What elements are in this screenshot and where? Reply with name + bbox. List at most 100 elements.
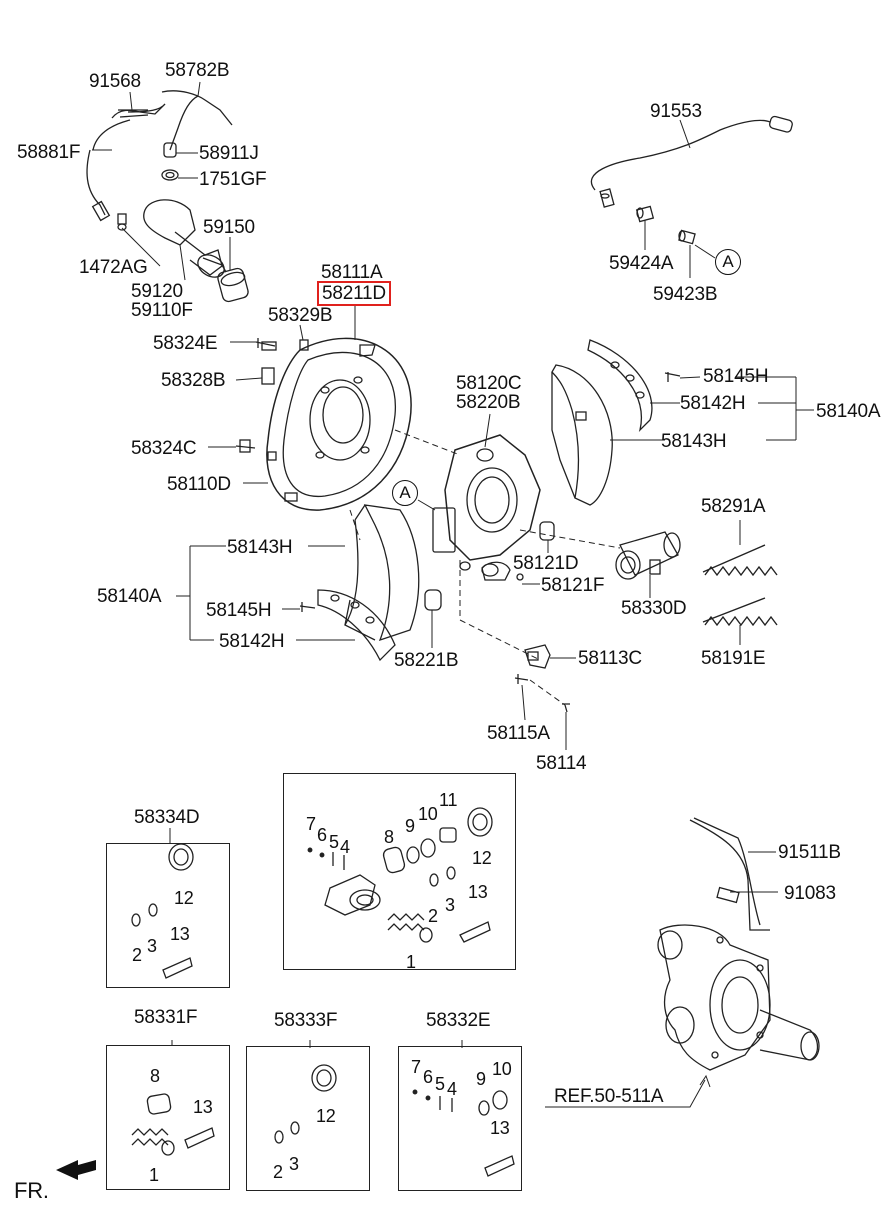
part-label-58324E[interactable]: 58324E <box>153 333 218 354</box>
kit-58333F-parts <box>274 1064 337 1144</box>
kit-box-58332E <box>398 1046 522 1191</box>
part-label-91568[interactable]: 91568 <box>89 71 141 92</box>
kit-main-num-5: 5 <box>329 832 339 852</box>
part-label-58115A[interactable]: 58115A <box>487 723 550 744</box>
kit-58331F-num-8: 8 <box>150 1066 160 1086</box>
part-label-58142H-top[interactable]: 58142H <box>680 393 746 414</box>
kit-main-num-9: 9 <box>405 816 415 836</box>
kit-58332E-parts <box>412 1089 515 1177</box>
part-label-1472AG[interactable]: 1472AG <box>79 257 148 278</box>
kit-58332E-num-7: 7 <box>411 1057 421 1077</box>
part-label-59110F[interactable]: 59110F <box>131 300 193 321</box>
part-label-59423B[interactable]: 59423B <box>653 284 718 305</box>
part-label-58121D[interactable]: 58121D <box>513 553 579 574</box>
part-label-58145H-left[interactable]: 58145H <box>206 600 272 621</box>
part-label-58143H-left[interactable]: 58143H <box>227 537 293 558</box>
part-label-58221B[interactable]: 58221B <box>394 650 459 671</box>
kit-58332E-num-10: 10 <box>492 1059 512 1079</box>
backing-plate <box>266 337 412 511</box>
part-label-91553[interactable]: 91553 <box>650 101 702 122</box>
front-arrow-icon <box>56 1160 96 1180</box>
part-label-59424A[interactable]: 59424A <box>609 253 674 274</box>
part-label-58334D[interactable]: 58334D <box>134 807 200 828</box>
kit-58332E-num-6: 6 <box>423 1067 433 1087</box>
kit-58332E-num-4: 4 <box>447 1079 457 1099</box>
kit-main-num-3: 3 <box>445 895 455 915</box>
kit-box-58334D <box>106 843 230 988</box>
part-label-58911J[interactable]: 58911J <box>199 143 259 164</box>
kit-box-main <box>283 773 516 970</box>
part-label-58111A[interactable]: 58111A <box>321 262 383 283</box>
part-label-58114[interactable]: 58114 <box>536 753 587 774</box>
part-label-58220B[interactable]: 58220B <box>456 392 521 413</box>
part-label-1751GF[interactable]: 1751GF <box>199 169 267 190</box>
wheel-cylinder <box>615 531 681 580</box>
part-label-58143H-top[interactable]: 58143H <box>661 431 727 452</box>
kit-58332E-num-9: 9 <box>476 1069 486 1089</box>
kit-58333F-num-2: 2 <box>273 1162 283 1182</box>
part-label-59120[interactable]: 59120 <box>131 281 183 302</box>
reference-circle-a: A <box>715 249 741 275</box>
part-label-58329B[interactable]: 58329B <box>268 305 333 326</box>
kit-58331F-parts <box>131 1093 215 1156</box>
kit-58331F-num-1: 1 <box>149 1165 159 1185</box>
part-label-58331F[interactable]: 58331F <box>134 1007 198 1028</box>
part-label-58881F[interactable]: 58881F <box>17 142 81 163</box>
steering-knuckle <box>657 817 820 1071</box>
part-label-58324C[interactable]: 58324C <box>131 438 197 459</box>
part-label-91083[interactable]: 91083 <box>784 883 836 904</box>
kit-main-num-13: 13 <box>468 882 488 902</box>
part-label-58328B[interactable]: 58328B <box>161 370 226 391</box>
kit-58333F-num-12: 12 <box>316 1106 336 1126</box>
kit-main-num-10: 10 <box>418 804 438 824</box>
parking-cable-assembly <box>86 90 249 303</box>
part-label-58140A-right[interactable]: 58140A <box>816 401 881 422</box>
part-label-58782B[interactable]: 58782B <box>165 60 230 81</box>
part-label-58142H-left[interactable]: 58142H <box>219 631 285 652</box>
kit-58334D-num-2: 2 <box>132 945 142 965</box>
kit-58334D-num-13: 13 <box>170 924 190 944</box>
cylinder-kit-parts <box>307 807 493 943</box>
backing-plate-bolts <box>235 338 309 461</box>
kit-main-num-12: 12 <box>472 848 492 868</box>
kit-main-num-2: 2 <box>428 906 438 926</box>
kit-main-num-8: 8 <box>384 827 394 847</box>
reference-circle-a-2: A <box>392 480 418 506</box>
kit-58332E-num-5: 5 <box>435 1074 445 1094</box>
part-label-91511B[interactable]: 91511B <box>778 842 841 863</box>
part-label-58333F[interactable]: 58333F <box>274 1010 338 1031</box>
brake-shoe-right <box>551 339 681 506</box>
front-label: FR. <box>14 1178 49 1203</box>
speed-sensor-cable <box>590 115 793 245</box>
kit-58333F-num-3: 3 <box>289 1154 299 1174</box>
kit-box-58331F <box>106 1045 230 1190</box>
adjuster-parts <box>514 644 570 713</box>
part-label-58121F[interactable]: 58121F <box>541 575 605 596</box>
part-label-58291A[interactable]: 58291A <box>701 496 766 517</box>
kit-main-num-4: 4 <box>340 837 350 857</box>
part-label-58330D[interactable]: 58330D <box>621 598 687 619</box>
part-label-58113C[interactable]: 58113C <box>578 648 642 669</box>
part-label-58140A-left[interactable]: 58140A <box>97 586 162 607</box>
return-springs <box>702 544 778 627</box>
part-label-58145H-top[interactable]: 58145H <box>703 366 769 387</box>
kit-main-num-1: 1 <box>406 952 416 972</box>
kit-58334D-num-12: 12 <box>174 888 194 908</box>
anchor-plate <box>424 434 555 611</box>
kit-main-num-7: 7 <box>306 814 316 834</box>
kit-58334D-parts <box>131 843 194 979</box>
part-label-59150[interactable]: 59150 <box>203 217 255 238</box>
part-label-58332E[interactable]: 58332E <box>426 1010 491 1031</box>
kit-main-num-11: 11 <box>439 790 458 810</box>
part-label-58120C[interactable]: 58120C <box>456 373 522 394</box>
reference-label[interactable]: REF.50-511A <box>554 1086 664 1107</box>
part-label-58191E[interactable]: 58191E <box>701 648 766 669</box>
leader-lines <box>92 81 814 1108</box>
kit-main-num-6: 6 <box>317 825 327 845</box>
part-label-58110D[interactable]: 58110D <box>167 474 231 495</box>
kit-58332E-num-13: 13 <box>490 1118 510 1138</box>
part-label-58211D-highlighted[interactable]: 58211D <box>317 281 391 306</box>
brake-shoe-left <box>299 504 420 662</box>
kit-box-58333F <box>246 1046 370 1191</box>
